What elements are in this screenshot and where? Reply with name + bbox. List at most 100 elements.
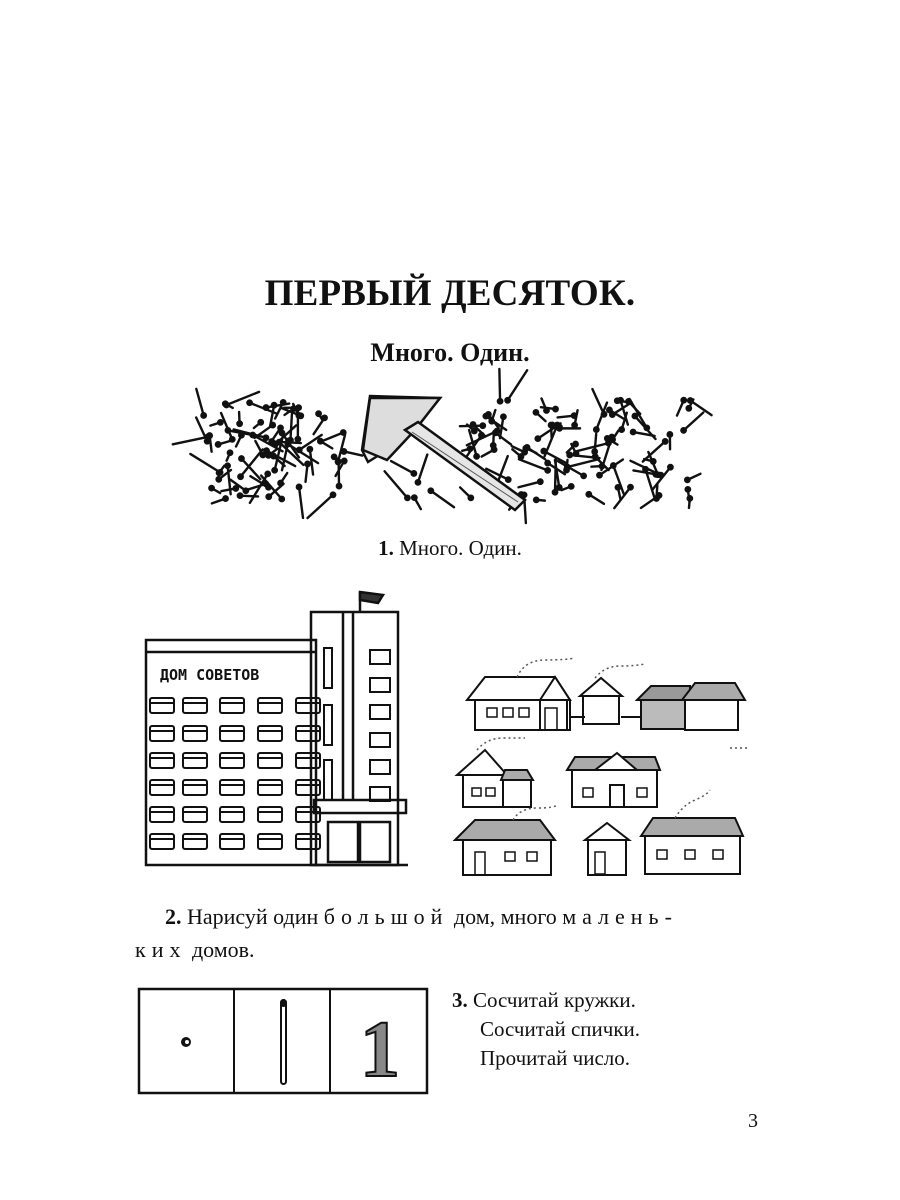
nail-head — [238, 455, 245, 462]
hammer-icon — [360, 394, 527, 512]
nail-head — [547, 421, 555, 429]
nail-head — [208, 484, 215, 492]
nail — [289, 412, 294, 442]
nail — [612, 464, 625, 495]
nail — [598, 458, 625, 477]
nail-head — [269, 421, 277, 429]
building-window — [295, 833, 321, 850]
figure1-caption-text: Много. Один. — [399, 536, 522, 560]
nail-head — [315, 410, 322, 418]
building-window — [257, 697, 283, 714]
nail-head — [517, 453, 525, 460]
nail — [575, 441, 610, 453]
nail-head — [277, 424, 284, 432]
building-sign: ДОМ СОВЕТОВ — [160, 666, 259, 684]
nail-head — [329, 491, 337, 499]
nail-head — [410, 494, 418, 502]
nail-head — [566, 451, 574, 459]
tower-window — [369, 677, 391, 693]
nail-head — [237, 473, 244, 481]
nail-head — [532, 496, 540, 504]
counting-cards: 1 — [137, 987, 429, 1095]
nail — [274, 424, 298, 446]
nail — [278, 440, 305, 467]
nail-head — [214, 441, 222, 448]
building-window — [149, 725, 175, 742]
nail-head — [216, 468, 224, 476]
building-window — [182, 697, 208, 714]
numeral-one-icon: 1 — [360, 1006, 400, 1094]
nail — [240, 457, 262, 481]
nail-head — [215, 475, 223, 483]
building-window — [295, 725, 321, 742]
building-window — [182, 752, 208, 769]
nail — [619, 399, 630, 426]
nail-head — [488, 417, 496, 425]
nail — [249, 474, 270, 489]
nail-head — [666, 431, 674, 438]
nail-head — [580, 472, 588, 480]
building-window — [295, 697, 321, 714]
task2-text-part1: Нарисуй один — [187, 904, 319, 929]
building-window — [219, 725, 245, 742]
nail — [273, 436, 284, 472]
task3-line1: Сосчитай кружки. — [473, 988, 636, 1012]
nail-head — [627, 483, 634, 491]
nail — [651, 465, 672, 491]
building-window — [149, 833, 175, 850]
nail-head — [265, 451, 272, 459]
building-window — [219, 833, 245, 850]
nail-head — [278, 429, 286, 437]
nail-head — [217, 418, 224, 426]
nail-head — [614, 483, 622, 491]
nail — [628, 397, 649, 430]
nail-head — [259, 451, 267, 459]
building-window — [295, 779, 321, 796]
building-window — [257, 779, 283, 796]
nail-head — [556, 423, 563, 431]
nail-head — [271, 466, 279, 474]
building-window — [182, 725, 208, 742]
nail — [336, 433, 347, 464]
nail-head — [294, 435, 302, 443]
building-window — [257, 806, 283, 823]
nail — [613, 486, 632, 510]
nails-pile-left — [171, 387, 456, 520]
tower-window — [369, 649, 391, 665]
building-window — [149, 806, 175, 823]
nail-head — [295, 446, 303, 454]
nail — [225, 390, 261, 407]
nail — [566, 457, 601, 469]
nail-head — [617, 396, 624, 404]
nail-head — [683, 476, 691, 484]
nail-head — [532, 408, 540, 416]
nail — [556, 459, 585, 478]
task3-text: 3. Сосчитай кружки. Сосчитай спички. Про… — [452, 986, 640, 1073]
nail-head — [555, 484, 563, 491]
nail-head — [667, 463, 674, 471]
building-window — [149, 779, 175, 796]
nail-head — [479, 422, 487, 430]
nail-head — [592, 426, 600, 433]
tower-window — [369, 786, 391, 802]
nail — [633, 414, 657, 441]
nail — [647, 450, 660, 476]
nail-head — [335, 482, 343, 490]
nail — [248, 401, 278, 415]
nail-head — [262, 434, 270, 442]
nail-head — [236, 492, 244, 500]
task2-emphasis-small: малень- — [562, 904, 678, 929]
nail-head — [246, 399, 253, 407]
figure1-caption: 1. Много. Один. — [0, 536, 900, 561]
task2-emphasis-big: большой — [323, 904, 449, 929]
nail — [226, 464, 232, 496]
nail-head — [264, 470, 272, 478]
nail-head — [686, 494, 694, 502]
nail — [553, 458, 561, 489]
nail-head — [278, 495, 286, 503]
nail-head — [403, 494, 411, 502]
nail-head — [340, 457, 348, 465]
building-window — [295, 752, 321, 769]
nail — [591, 387, 606, 416]
nail — [389, 459, 416, 475]
